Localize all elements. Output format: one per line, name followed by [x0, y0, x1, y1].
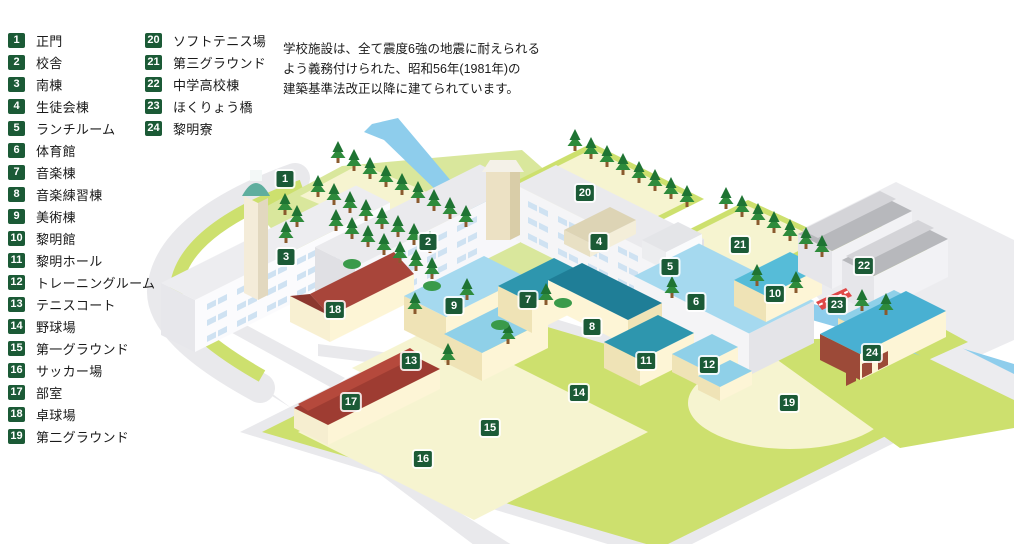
legend-label: 校舎 [36, 56, 63, 71]
note-line: 学校施設は、全て震度6強の地震に耐えられる [283, 42, 540, 56]
legend-item: 3 南棟 [8, 77, 155, 93]
legend-item: 4 生徒会棟 [8, 99, 155, 115]
legend-item: 23 ほくりょう橋 [145, 99, 266, 115]
legend-item: 7 音楽棟 [8, 165, 155, 181]
legend-number-badge: 19 [8, 429, 25, 444]
legend-number-badge: 17 [8, 385, 25, 400]
legend-item: 20 ソフトテニス場 [145, 33, 267, 49]
legend-number-badge: 13 [8, 297, 25, 312]
legend-item: 16 サッカー場 [8, 363, 155, 379]
legend-number-badge: 14 [8, 319, 25, 334]
legend-number-badge: 23 [145, 99, 162, 114]
legend-label: 黎明館 [36, 232, 76, 247]
legend-item: 8 音楽練習棟 [8, 187, 155, 203]
legend-item: 18 卓球場 [8, 407, 155, 423]
legend-item: 15 第一グラウンド [8, 341, 155, 357]
legend-number-badge: 11 [8, 253, 25, 268]
legend-number-badge: 18 [8, 407, 25, 422]
note-line: 建築基準法改正以降に建てられています。 [283, 82, 519, 96]
legend-item: 19 第二グラウンド [8, 429, 155, 445]
legend-label: サッカー場 [36, 364, 103, 379]
legend-number-badge: 4 [8, 99, 25, 114]
legend-number-badge: 2 [8, 55, 25, 70]
legend-item: 6 体育館 [8, 143, 155, 159]
legend-item: 22 中学高校棟 [145, 77, 266, 93]
legend-label: ソフトテニス場 [173, 34, 267, 49]
legend-label: 中学高校棟 [173, 78, 240, 93]
legend-label: 野球場 [36, 320, 76, 335]
legend-label: 音楽練習棟 [36, 188, 103, 203]
note-line: よう義務付けられた、昭和56年(1981年)の [283, 62, 521, 76]
legend-item: 24 黎明寮 [145, 121, 266, 137]
legend-number-badge: 3 [8, 77, 25, 92]
legend-label: 正門 [36, 34, 63, 49]
legend-number-badge: 6 [8, 143, 25, 158]
legend-label: 南棟 [36, 78, 63, 93]
legend-label: 黎明ホール [36, 254, 103, 269]
legend-item: 13 テニスコート [8, 297, 155, 313]
legend-number-badge: 8 [8, 187, 25, 202]
legend-label: 美術棟 [36, 210, 76, 225]
legend-label: 黎明寮 [173, 122, 213, 137]
legend-column-1: 1 正門 2 校舎 3 南棟 4 生徒会棟 5 ランチルーム 6 体育館 7 音… [8, 33, 155, 451]
legend-number-badge: 1 [8, 33, 25, 48]
legend-number-badge: 24 [145, 121, 162, 136]
legend-number-badge: 10 [8, 231, 25, 246]
legend-item: 9 美術棟 [8, 209, 155, 225]
legend-label: ほくりょう橋 [173, 100, 253, 115]
legend-item: 14 野球場 [8, 319, 155, 335]
legend-number-badge: 15 [8, 341, 25, 356]
legend-number-badge: 22 [145, 77, 162, 92]
legend-number-badge: 20 [145, 33, 162, 48]
legend-column-2: 20 ソフトテニス場 21 第三グラウンド 22 中学高校棟 23 ほくりょう橋… [145, 33, 266, 143]
legend-label: 第二グラウンド [36, 430, 130, 445]
legend-label: 音楽棟 [36, 166, 76, 181]
legend-label: 部室 [36, 386, 63, 401]
legend-label: 第一グラウンド [36, 342, 130, 357]
legend-number-badge: 5 [8, 121, 25, 136]
legend-label: 卓球場 [36, 408, 76, 423]
legend-number-badge: 16 [8, 363, 25, 378]
legend-label: 体育館 [36, 144, 76, 159]
earthquake-note: 学校施設は、全て震度6強の地震に耐えられる よう義務付けられた、昭和56年(19… [283, 39, 540, 99]
legend-number-badge: 9 [8, 209, 25, 224]
legend-item: 1 正門 [8, 33, 155, 49]
legend-number-badge: 7 [8, 165, 25, 180]
legend-item: 17 部室 [8, 385, 155, 401]
legend-label: トレーニングルーム [36, 276, 156, 291]
legend-item: 2 校舎 [8, 55, 155, 71]
legend-label: ランチルーム [36, 122, 116, 137]
legend-item: 21 第三グラウンド [145, 55, 267, 71]
legend-label: 生徒会棟 [36, 100, 90, 115]
legend-item: 10 黎明館 [8, 231, 155, 247]
legend-number-badge: 21 [145, 55, 162, 70]
legend-label: 第三グラウンド [173, 56, 267, 71]
legend-label: テニスコート [36, 298, 116, 313]
legend-item: 11 黎明ホール [8, 253, 155, 269]
legend-item: 5 ランチルーム [8, 121, 155, 137]
legend-number-badge: 12 [8, 275, 25, 290]
legend-item: 12 トレーニングルーム [8, 275, 156, 291]
